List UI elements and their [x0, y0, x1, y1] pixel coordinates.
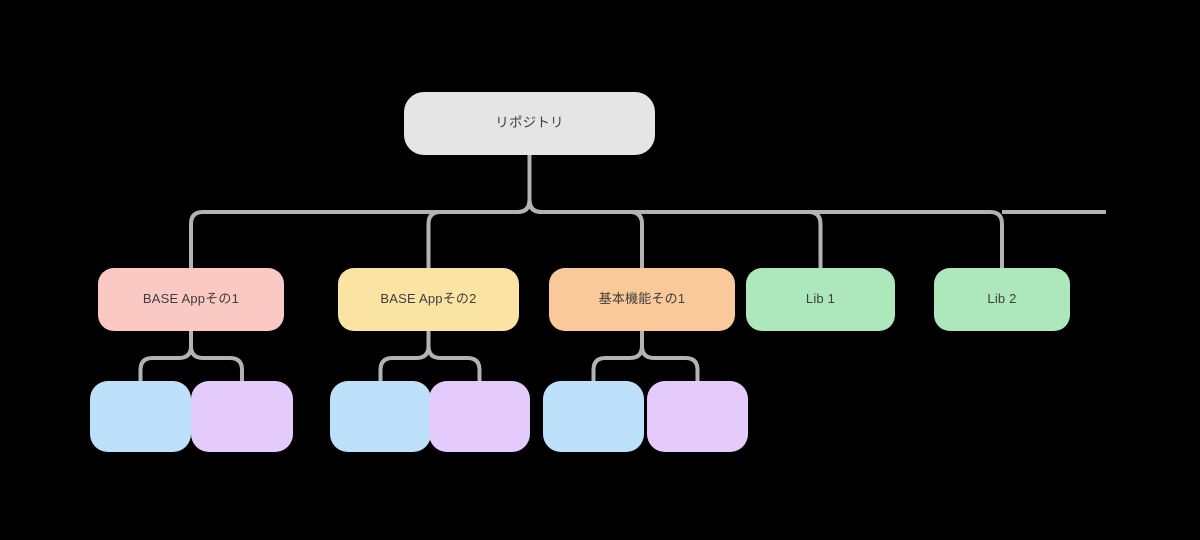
tree-node-label: Lib 1 — [805, 291, 836, 307]
tree-node-label: BASE Appその2 — [380, 291, 477, 307]
tree-node-leaf-2a[interactable] — [330, 381, 431, 452]
connector-root-to-lib-2 — [527, 155, 1004, 268]
connector-base-app-2-to-leaf-2a — [378, 331, 431, 381]
tree-node-leaf-3a[interactable] — [543, 381, 644, 452]
connector-root-to-base-app-1 — [189, 155, 532, 268]
tree-node-root[interactable]: リポジトリ — [404, 92, 655, 155]
tree-node-kihon-kinou-1[interactable]: 基本機能その1 — [549, 268, 735, 331]
tree-node-label: 基本機能その1 — [598, 291, 686, 307]
connector-base-app-1-to-leaf-1b — [189, 331, 244, 381]
tree-node-leaf-1b[interactable] — [191, 381, 293, 452]
connector-root-to-base-app-2 — [426, 155, 532, 268]
connector-kihon-kinou-1-to-leaf-3b — [640, 331, 700, 381]
connector-base-app-2-to-leaf-2b — [426, 331, 482, 381]
tree-node-label: リポジトリ — [495, 115, 564, 131]
tree-node-lib-2[interactable]: Lib 2 — [934, 268, 1070, 331]
connector-base-app-1-to-leaf-1a — [138, 331, 193, 381]
tree-node-lib-1[interactable]: Lib 1 — [746, 268, 895, 331]
tree-node-base-app-1[interactable]: BASE Appその1 — [98, 268, 284, 331]
tree-node-label: BASE Appその1 — [142, 291, 240, 307]
connector-root-to-kihon-kinou-1 — [527, 155, 644, 268]
tree-node-base-app-2[interactable]: BASE Appその2 — [338, 268, 519, 331]
tree-node-label: Lib 2 — [987, 291, 1017, 307]
connector-root-to-lib-1 — [527, 155, 823, 268]
tree-node-leaf-1a[interactable] — [90, 381, 191, 452]
tree-node-leaf-2b[interactable] — [429, 381, 530, 452]
tree-node-leaf-3b[interactable] — [647, 381, 748, 452]
connector-kihon-kinou-1-to-leaf-3a — [591, 331, 644, 381]
